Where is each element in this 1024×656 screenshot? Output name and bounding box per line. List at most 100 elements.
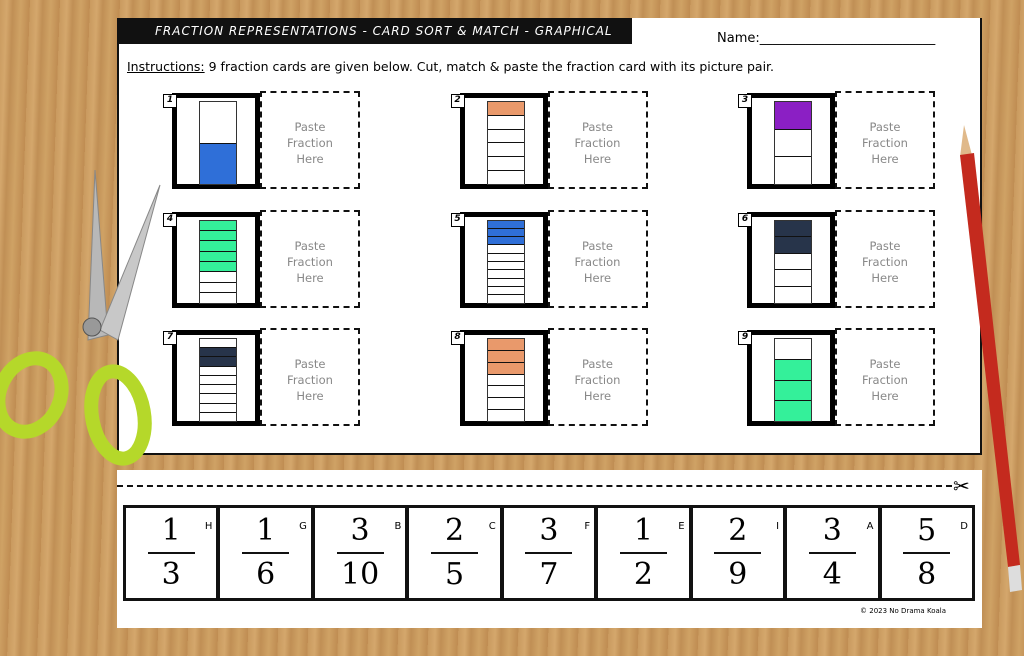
paste-area[interactable]: Paste Fraction Here — [260, 328, 360, 426]
fraction-picture-card: 6 Paste Fraction Here — [738, 208, 937, 308]
bar-segment — [487, 398, 524, 411]
denominator: 8 — [917, 557, 937, 592]
picture-box: 3 — [738, 93, 835, 189]
bar-segment — [487, 102, 524, 116]
bar-segment — [775, 380, 811, 402]
card-number: 8 — [450, 331, 465, 345]
bar-segment — [487, 171, 524, 184]
fraction-letter: A — [866, 521, 874, 532]
bar-segment — [487, 286, 524, 296]
picture-box: 7 — [163, 330, 260, 426]
bar-segment — [200, 394, 236, 404]
copyright: © 2023 No Drama Koala — [860, 607, 946, 615]
paste-area[interactable]: Paste Fraction Here — [547, 328, 648, 426]
picture-box: 4 — [163, 211, 260, 308]
fraction-picture-card: 4 Paste Fraction Here — [163, 208, 362, 308]
worksheet: FRACTION REPRESENTATIONS - CARD SORT & M… — [117, 18, 982, 455]
paste-area[interactable]: Paste Fraction Here — [835, 209, 935, 308]
bar-segment — [487, 295, 524, 303]
bar-segment — [200, 348, 236, 358]
fraction-bar — [774, 219, 812, 304]
bar-segment — [487, 115, 524, 130]
picture-box: 5 — [450, 211, 548, 308]
card-number: 4 — [163, 212, 177, 227]
numerator: 2 — [728, 513, 748, 548]
fraction-letter: I — [776, 521, 780, 532]
paste-area[interactable]: Paste Fraction Here — [547, 91, 648, 189]
fraction-letter: B — [394, 521, 402, 532]
fraction-line — [525, 552, 573, 554]
bar-segment — [487, 374, 524, 387]
bar-segment — [487, 278, 524, 287]
fraction-card[interactable]: D 5 8 — [882, 508, 972, 598]
instructions: Instructions:9 fraction cards are given … — [127, 59, 774, 74]
bar-segment — [200, 272, 236, 283]
numerator: 3 — [822, 513, 842, 548]
card-number: 6 — [738, 212, 752, 227]
fraction-letter: D — [960, 521, 968, 532]
picture-box: 1 — [163, 93, 260, 189]
paste-area[interactable]: Paste Fraction Here — [260, 209, 360, 308]
bar-segment — [200, 385, 236, 395]
bar-segment — [200, 412, 236, 421]
denominator: 3 — [161, 557, 181, 592]
fraction-line — [619, 552, 667, 554]
bar-segment — [200, 282, 236, 294]
instructions-label: Instructions: — [127, 59, 205, 74]
denominator: 9 — [728, 557, 748, 592]
numerator: 1 — [633, 513, 653, 548]
bar-segment — [487, 143, 524, 158]
card-number: 3 — [738, 94, 752, 108]
paste-area[interactable]: Paste Fraction Here — [260, 91, 360, 189]
bar-segment — [775, 237, 811, 254]
bar-segment — [200, 403, 236, 413]
bar-segment — [200, 102, 236, 144]
numerator: 3 — [539, 513, 559, 548]
fraction-picture-card: 8 Paste Fraction Here — [450, 326, 650, 426]
paste-area[interactable]: Paste Fraction Here — [835, 91, 935, 189]
bar-segment — [775, 220, 811, 238]
bar-segment — [200, 241, 236, 252]
bar-segment — [775, 253, 811, 271]
paste-area[interactable]: Paste Fraction Here — [547, 209, 648, 308]
fraction-line — [431, 552, 479, 554]
bar-segment — [487, 270, 524, 279]
fraction-bar — [486, 101, 525, 185]
instructions-text: 9 fraction cards are given below. Cut, m… — [208, 59, 775, 74]
numerator: 5 — [917, 513, 937, 548]
name-field[interactable]: Name:___________________________ — [717, 31, 936, 46]
fraction-bar — [486, 338, 525, 422]
fraction-letter: C — [488, 521, 496, 532]
paste-area[interactable]: Paste Fraction Here — [835, 328, 935, 426]
denominator: 7 — [539, 557, 559, 592]
pencil-icon — [960, 125, 1022, 592]
fraction-line — [242, 552, 290, 554]
bar-segment — [487, 362, 524, 375]
fraction-bar — [486, 219, 525, 304]
bar-segment — [200, 230, 236, 242]
bar-segment — [775, 286, 811, 303]
bar-segment — [775, 401, 811, 421]
fraction-bar — [774, 338, 812, 422]
picture-box: 6 — [738, 211, 835, 308]
fraction-picture-card: 3 Paste Fraction Here — [738, 89, 937, 189]
bar-segment — [200, 357, 236, 367]
fraction-card[interactable]: I 2 9 — [693, 508, 788, 598]
bar-segment — [487, 220, 524, 229]
scissors-icon — [0, 169, 161, 466]
fraction-line — [336, 552, 384, 554]
bar-segment — [487, 237, 524, 246]
fraction-picture-card: 2 Paste Fraction Here — [450, 89, 650, 189]
fraction-letter: H — [204, 521, 213, 532]
card-number: 2 — [450, 94, 465, 108]
bar-segment — [487, 350, 524, 363]
